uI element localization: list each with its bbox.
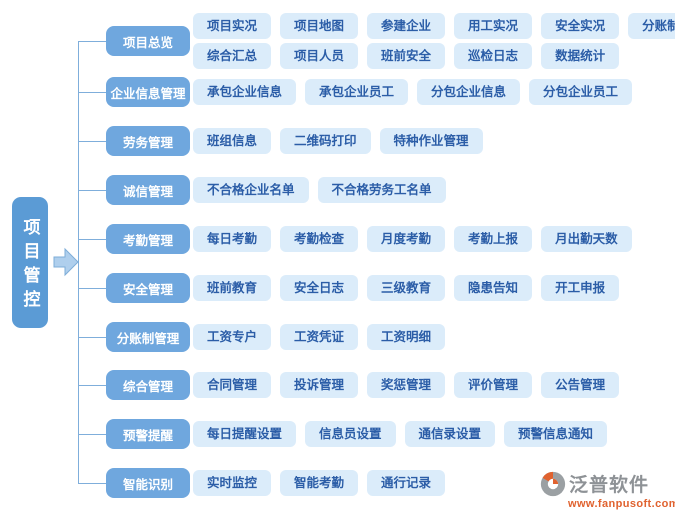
tree-branch-line	[78, 190, 107, 191]
item-node: 安全实况	[541, 13, 620, 39]
item-node: 数据统计	[541, 43, 620, 69]
item-node: 不合格劳务工名单	[317, 177, 446, 203]
item-node: 巡检日志	[454, 43, 533, 69]
item-node: 参建企业	[367, 13, 446, 39]
item-node: 用工实况	[454, 13, 533, 39]
item-node: 每日考勤	[193, 226, 272, 252]
category-node: 智能识别	[106, 468, 190, 498]
root-node: 项目管控	[12, 197, 48, 328]
category-node: 综合管理	[106, 370, 190, 400]
item-row-group: 承包企业信息承包企业员工分包企业信息分包企业员工	[193, 79, 633, 105]
tree-branch-line	[78, 434, 107, 435]
tree-branch-line	[78, 385, 107, 386]
item-row-group: 班组信息二维码打印特种作业管理	[193, 128, 483, 154]
tree-branch-line	[78, 92, 107, 93]
item-node: 实时监控	[193, 470, 272, 496]
item-node: 特种作业管理	[379, 128, 483, 154]
tree-branch-line	[78, 239, 107, 240]
item-node: 分账制实况	[628, 13, 675, 39]
item-row-group: 实时监控智能考勤通行记录	[193, 470, 446, 496]
brand-url: www.fanpusoft.com	[568, 498, 675, 510]
item-node: 通信录设置	[404, 421, 496, 447]
item-node: 开工申报	[541, 275, 620, 301]
item-node: 安全日志	[280, 275, 359, 301]
item-row-group: 每日提醒设置信息员设置通信录设置预警信息通知	[193, 421, 608, 447]
item-node: 班前安全	[367, 43, 446, 69]
item-node: 工资凭证	[280, 324, 359, 350]
category-node: 安全管理	[106, 273, 190, 303]
brand-watermark: 泛普软件 www.fanpusoft.com	[540, 470, 675, 510]
item-node: 投诉管理	[280, 372, 359, 398]
category-node: 预警提醒	[106, 419, 190, 449]
item-node: 项目实况	[193, 13, 272, 39]
category-node: 劳务管理	[106, 126, 190, 156]
item-node: 评价管理	[454, 372, 533, 398]
item-node: 考勤检查	[280, 226, 359, 252]
tree-branch-line	[78, 288, 107, 289]
item-node: 综合汇总	[193, 43, 272, 69]
item-node: 承包企业员工	[305, 79, 409, 105]
item-node: 考勤上报	[454, 226, 533, 252]
item-node: 三级教育	[367, 275, 446, 301]
item-row-group: 工资专户工资凭证工资明细	[193, 324, 446, 350]
item-node: 奖惩管理	[367, 372, 446, 398]
item-node: 班组信息	[193, 128, 272, 154]
item-node: 项目地图	[280, 13, 359, 39]
item-node: 月度考勤	[367, 226, 446, 252]
tree-branch-line	[78, 483, 107, 484]
item-node: 智能考勤	[280, 470, 359, 496]
category-node: 考勤管理	[106, 224, 190, 254]
item-node: 隐患告知	[454, 275, 533, 301]
item-row-group: 每日考勤考勤检查月度考勤考勤上报月出勤天数	[193, 226, 632, 252]
item-node: 月出勤天数	[541, 226, 632, 252]
brand-logo-icon	[540, 471, 566, 496]
brand-name: 泛普软件	[569, 475, 650, 496]
tree-branch-line	[78, 141, 107, 142]
item-node: 预警信息通知	[504, 421, 608, 447]
flow-arrow-icon	[53, 247, 79, 277]
item-node: 项目人员	[280, 43, 359, 69]
item-row-group: 不合格企业名单不合格劳务工名单	[193, 177, 446, 203]
item-node: 分包企业员工	[529, 79, 633, 105]
item-row-group: 班前教育安全日志三级教育隐患告知开工申报	[193, 275, 620, 301]
item-node: 不合格企业名单	[193, 177, 309, 203]
tree-branch-line	[78, 337, 107, 338]
item-node: 承包企业信息	[193, 79, 297, 105]
item-node: 工资明细	[367, 324, 446, 350]
category-node: 诚信管理	[106, 175, 190, 205]
item-row-group: 合同管理投诉管理奖惩管理评价管理公告管理	[193, 372, 620, 398]
item-node: 合同管理	[193, 372, 272, 398]
item-node: 工资专户	[193, 324, 272, 350]
item-node: 信息员设置	[305, 421, 396, 447]
item-node: 二维码打印	[280, 128, 371, 154]
category-node: 分账制管理	[106, 322, 190, 352]
category-node: 企业信息管理	[106, 77, 190, 107]
item-node: 每日提醒设置	[193, 421, 297, 447]
item-node: 分包企业信息	[417, 79, 521, 105]
tree-branch-line	[78, 41, 107, 42]
item-node: 公告管理	[541, 372, 620, 398]
item-node: 班前教育	[193, 275, 272, 301]
item-node: 通行记录	[367, 470, 446, 496]
item-row-group: 项目实况项目地图参建企业用工实况安全实况分账制实况综合汇总项目人员班前安全巡检日…	[193, 13, 675, 69]
category-node: 项目总览	[106, 26, 190, 56]
